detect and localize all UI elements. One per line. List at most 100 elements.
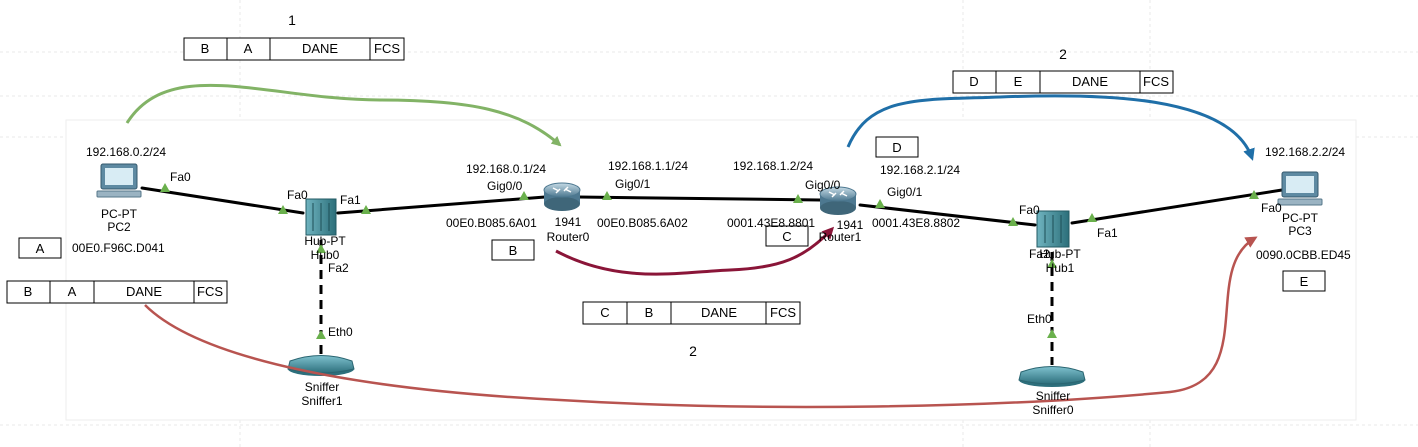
link-router0-router1: [576, 195, 822, 202]
svg-text:B: B: [509, 243, 518, 258]
port-indicator: [519, 191, 529, 200]
step-label: 1: [288, 12, 296, 28]
port-indicator: [875, 199, 885, 208]
arrow-crimson: [555, 226, 835, 276]
mac-label: 0001.43E8.8802: [872, 216, 960, 230]
pc-icon[interactable]: [1277, 171, 1323, 206]
device-type-label: PC-PT: [1282, 211, 1319, 225]
port-indicator: [278, 205, 288, 214]
step-label: 2: [689, 343, 697, 359]
link-hub0-router0: [336, 195, 547, 215]
frame-cell: FCS: [197, 284, 223, 299]
frame-cell: C: [600, 305, 609, 320]
port-label: Fa1: [1097, 226, 1118, 240]
ip-label: 192.168.1.2/24: [733, 159, 813, 173]
device-name-label: PC2: [107, 220, 131, 234]
frame-cell: B: [24, 284, 33, 299]
port-label: Fa0: [1019, 203, 1040, 217]
step-label: 2: [1059, 46, 1067, 62]
frame-cell: B: [201, 41, 210, 56]
frame-cell: DANE: [126, 284, 162, 299]
svg-text:D: D: [892, 140, 901, 155]
frame-cell: FCS: [1143, 74, 1169, 89]
router-icon[interactable]: [819, 186, 857, 215]
ip-label: 192.168.2.2/24: [1265, 145, 1345, 159]
frame-middle: C B DANE FCS: [582, 301, 801, 325]
frame-cell: DANE: [302, 41, 338, 56]
frame-cell: D: [969, 74, 978, 89]
ip-label: 192.168.2.1/24: [880, 163, 960, 177]
device-type-label: Hub-PT: [1039, 247, 1081, 261]
mac-label: 00E0.F96C.D041: [72, 241, 165, 255]
hub-icon[interactable]: [1036, 210, 1070, 248]
port-label: Fa1: [340, 193, 361, 207]
port-label: Eth0: [328, 325, 353, 339]
port-label: Fa0: [170, 170, 191, 184]
arrow-blue: [846, 94, 1255, 161]
router-icon[interactable]: [543, 182, 581, 211]
port-label: Fa2: [328, 261, 349, 275]
device-name-label: Router1: [819, 230, 862, 244]
port-indicator: [602, 191, 612, 200]
port-label: Fa0: [1261, 201, 1282, 215]
port-label: Fa2: [1029, 247, 1050, 261]
frame-cell: DANE: [701, 305, 737, 320]
hub-icon[interactable]: [305, 198, 337, 236]
link-hub1-pc3: [1070, 188, 1284, 225]
port-label: Gig0/1: [887, 185, 923, 199]
port-indicator: [1087, 213, 1097, 222]
port-indicator: [793, 194, 803, 203]
frame-cell: B: [645, 305, 654, 320]
device-type-label: 1941: [555, 215, 582, 229]
box-e: E: [1282, 270, 1326, 292]
device-type-label: PC-PT: [101, 207, 138, 221]
port-indicator: [1008, 217, 1018, 226]
mac-label: 00E0.B085.6A01: [446, 216, 537, 230]
device-name-label: Sniffer0: [1032, 403, 1073, 417]
frame-cell: A: [244, 41, 253, 56]
frame-cell: FCS: [374, 41, 400, 56]
port-indicator: [1047, 259, 1057, 268]
device-name-label: PC3: [1288, 224, 1312, 238]
frame-cell: A: [68, 284, 77, 299]
frame-left: B A DANE FCS: [6, 280, 228, 304]
port-label: Fa0: [287, 188, 308, 202]
device-type-label: Hub-PT: [304, 234, 346, 248]
ip-label: 192.168.0.2/24: [86, 145, 166, 159]
ip-label: 192.168.1.1/24: [608, 159, 688, 173]
port-indicator: [316, 244, 326, 253]
svg-text:C: C: [782, 229, 791, 244]
port-indicators: [160, 183, 1259, 339]
ip-label: 192.168.0.1/24: [466, 162, 546, 176]
device-type-label: 1941: [837, 218, 864, 232]
port-indicator: [316, 330, 326, 339]
frame-top-left: B A DANE FCS: [183, 37, 405, 61]
port-indicator: [160, 183, 170, 192]
mac-label: 0090.0CBB.ED45: [1256, 248, 1351, 262]
port-indicator: [1047, 329, 1057, 338]
device-name-label: Sniffer1: [301, 394, 342, 408]
port-label: Gig0/0: [805, 178, 841, 192]
box-d: D: [875, 136, 919, 158]
svg-text:E: E: [1300, 274, 1309, 289]
frame-cell: FCS: [770, 305, 796, 320]
frame-top-right: D E DANE FCS: [952, 70, 1174, 94]
port-label: Gig0/1: [615, 177, 651, 191]
device-type-label: Sniffer: [305, 380, 339, 394]
pc-icon[interactable]: [96, 163, 142, 198]
sniffer-icon[interactable]: [1018, 366, 1086, 388]
box-c: C: [765, 225, 809, 247]
sniffer-icon[interactable]: [287, 355, 355, 377]
frame-cell: DANE: [1072, 74, 1108, 89]
device-type-label: Sniffer: [1036, 389, 1070, 403]
port-indicator: [361, 205, 371, 214]
device-name-label: Router0: [547, 230, 590, 244]
port-label: Gig0/0: [487, 179, 523, 193]
link-router1-hub1: [858, 203, 1037, 227]
link-pc2-hub0: [140, 186, 305, 215]
arrow-green: [125, 83, 562, 147]
box-a: A: [18, 237, 62, 259]
device-name-label: Hub1: [1046, 261, 1075, 275]
mac-label: 0001.43E8.8801: [727, 216, 815, 230]
mac-label: 00E0.B085.6A02: [597, 216, 688, 230]
